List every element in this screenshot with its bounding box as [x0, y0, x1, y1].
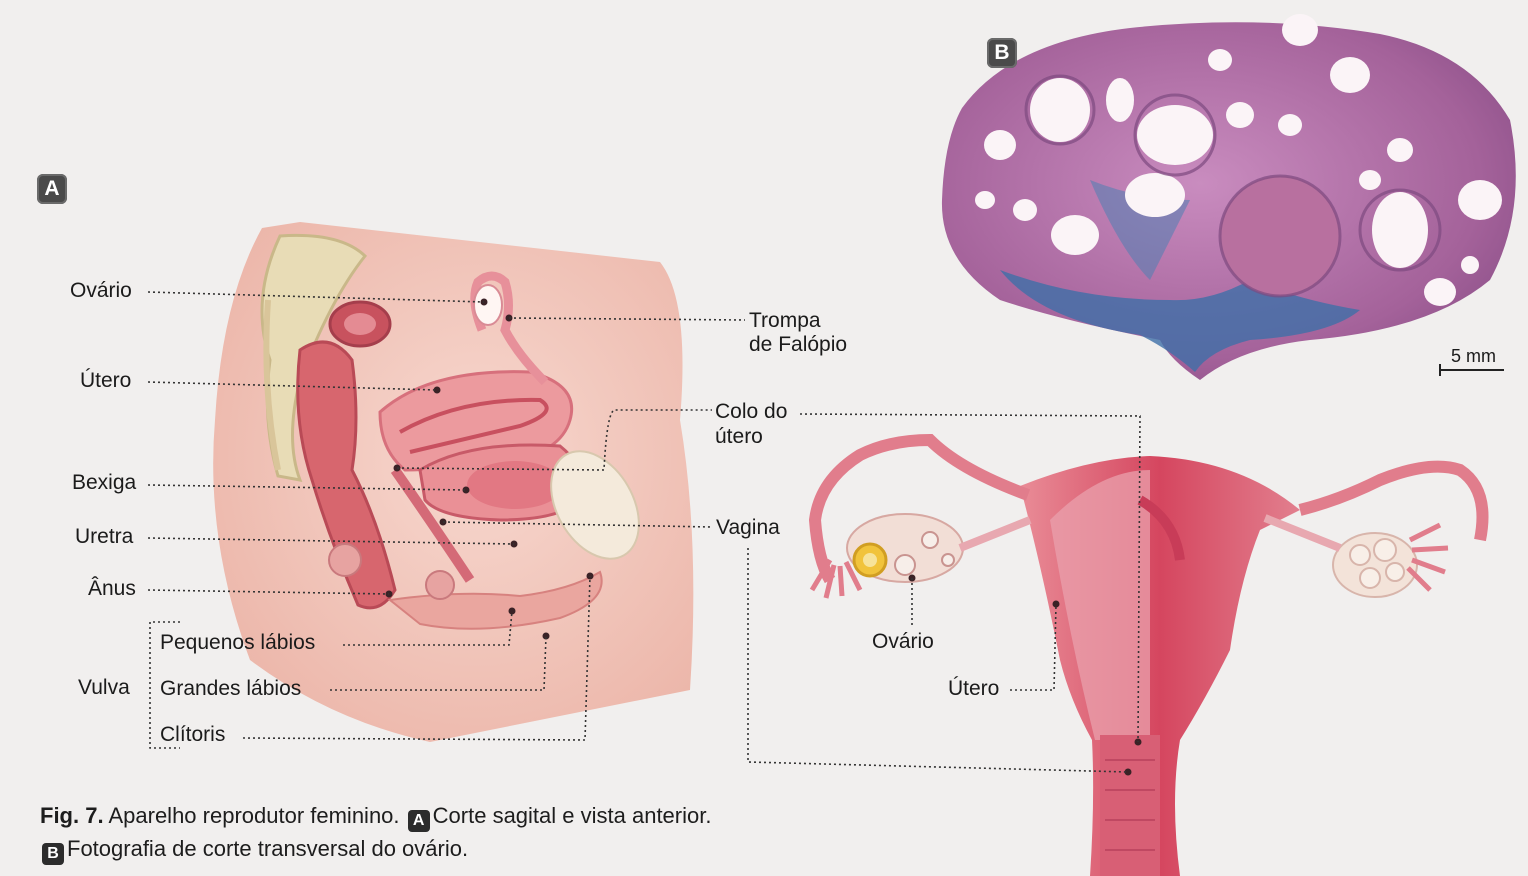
label-ovario-sagittal: Ovário — [70, 279, 132, 302]
figure-number: Fig. 7. — [40, 803, 104, 828]
caption-text-3: Fotografia de corte transversal do ovári… — [67, 836, 469, 861]
panel-b-badge: B — [987, 38, 1017, 68]
label-pequenos-labios: Pequenos lábios — [160, 631, 316, 654]
label-utero-anterior: Útero — [948, 677, 1000, 700]
label-vulva: Vulva — [78, 676, 130, 699]
label-anus: Ânus — [88, 577, 136, 600]
caption-text-1: Aparelho reprodutor feminino. — [108, 803, 400, 828]
label-trompa-line1: Trompa — [749, 309, 821, 332]
label-colo-line1: Colo do — [715, 400, 788, 423]
label-vagina: Vagina — [716, 516, 780, 539]
label-trompa-line2: de Falópio — [749, 333, 848, 356]
scale-bar-label: 5 mm — [1451, 346, 1496, 366]
label-bexiga: Bexiga — [72, 471, 137, 494]
caption-badge-a: A — [407, 810, 430, 832]
anterior-leader-lines — [747, 413, 1141, 773]
ovary-micrograph — [941, 14, 1516, 381]
label-colo-line2: útero — [715, 425, 763, 448]
anterior-view-illustration — [808, 433, 1489, 876]
label-utero-sagittal: Útero — [80, 369, 132, 392]
caption-badge-b: B — [42, 843, 64, 865]
panel-a-badge: A — [37, 174, 67, 204]
sagittal-section-illustration — [213, 222, 694, 742]
label-clitoris: Clítoris — [160, 723, 226, 746]
sagittal-leader-lines — [147, 291, 746, 749]
caption-text-2: Corte sagital e vista anterior. — [432, 803, 712, 828]
label-grandes-labios: Grandes lábios — [160, 677, 302, 700]
label-uretra: Uretra — [75, 525, 134, 548]
label-ovario-anterior: Ovário — [872, 630, 934, 653]
